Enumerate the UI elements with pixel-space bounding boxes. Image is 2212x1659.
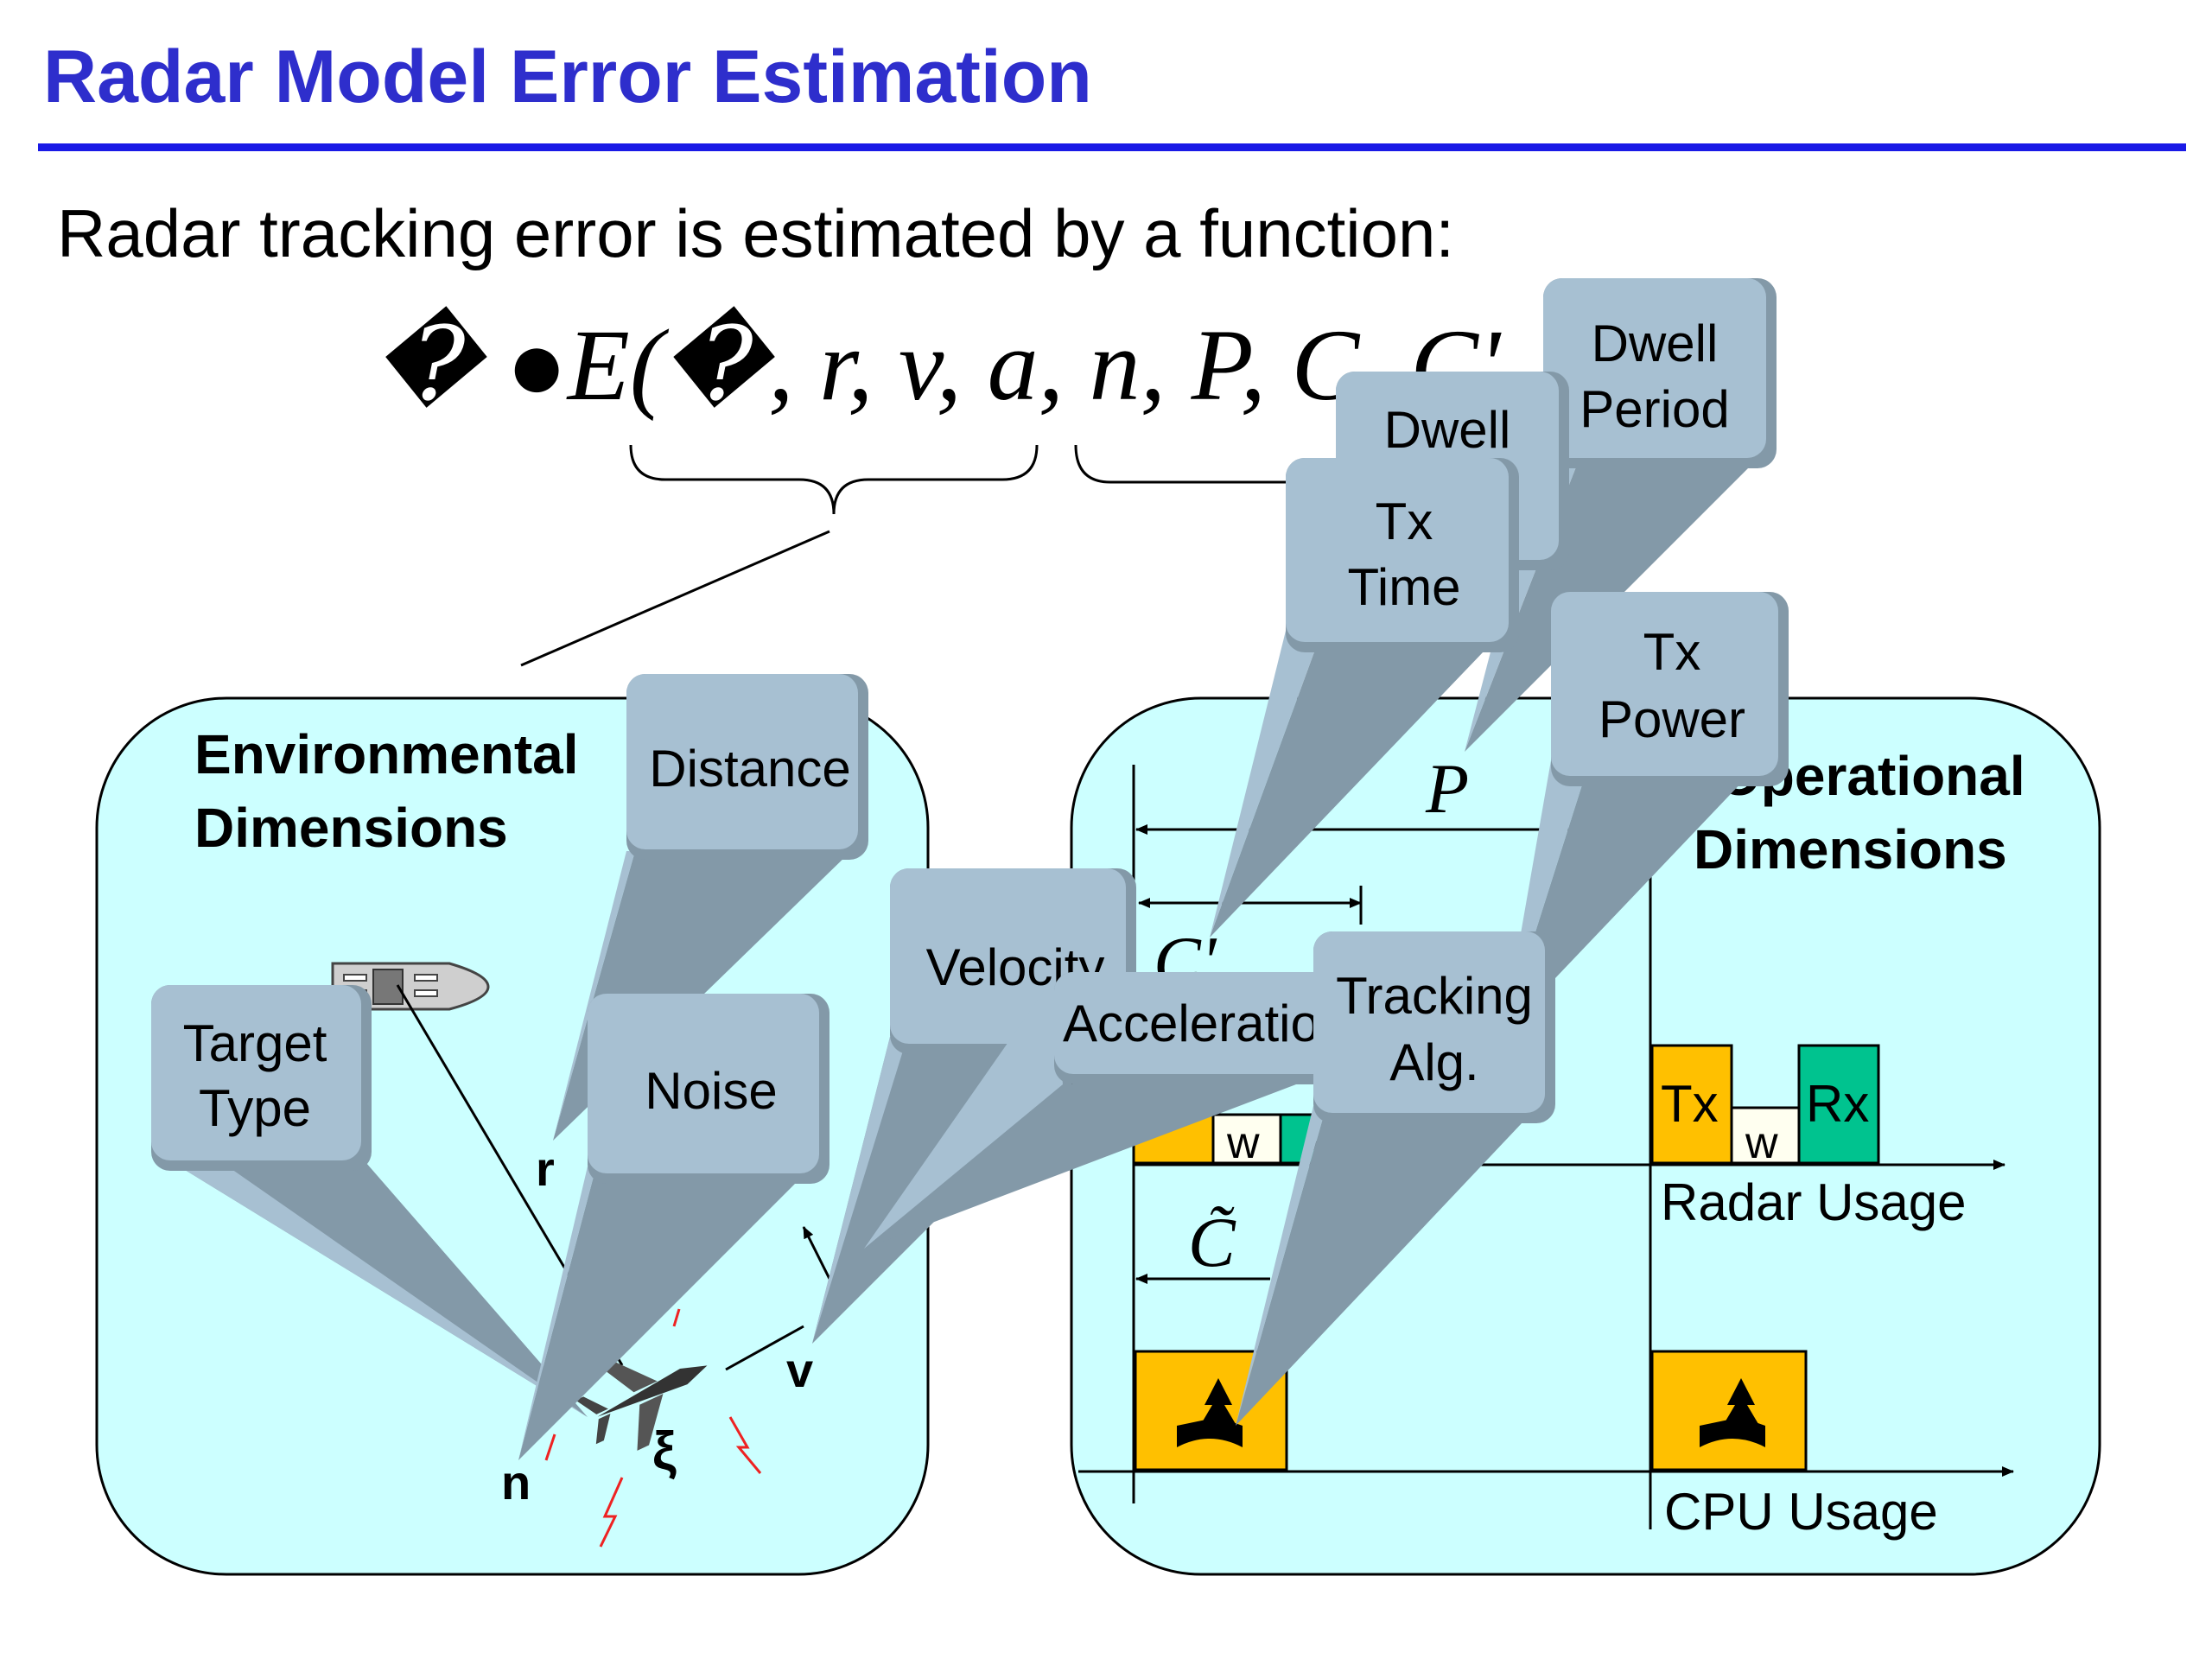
op-title-line2: Dimensions	[1694, 818, 2007, 880]
callout-dwell-period: Dwell Period	[1465, 278, 1777, 752]
callout-tracking-alg-line2: Alg.	[1389, 1033, 1478, 1091]
label-P: P	[1425, 749, 1469, 828]
callout-acceleration: Acceleration	[864, 972, 1348, 1249]
brace-connector	[520, 530, 830, 667]
velocity-vector	[725, 1325, 804, 1371]
radar-rx-label: Rx	[1806, 1075, 1869, 1133]
callout-dwell-line1: Dwell	[1384, 401, 1511, 459]
callout-dwell-period-line2: Period	[1580, 380, 1729, 438]
label-xi: ξ	[652, 1421, 677, 1481]
brace-environmental	[629, 444, 1039, 515]
env-title-line2: Dimensions	[194, 797, 508, 859]
radar-wait-block-left	[1211, 1113, 1282, 1165]
brace-operational	[1074, 444, 1348, 484]
callout-tx-power-line2: Power	[1599, 690, 1745, 748]
callout-tracking-alg-line1: Tracking	[1336, 967, 1533, 1025]
env-title-line1: Environmental	[194, 723, 579, 785]
tree-road-icon	[1700, 1378, 1765, 1447]
radar-wait-label: w	[1745, 1118, 1778, 1168]
radar-rx-block	[1797, 1044, 1880, 1165]
callout-tx-time-line2: Time	[1347, 558, 1460, 616]
callout-noise: Noise	[518, 994, 830, 1460]
wait-label-left: w	[1226, 1118, 1260, 1168]
callout-tx-time: Tx Time	[1210, 458, 1519, 938]
cpu-task-block-right	[1650, 1350, 1808, 1471]
callout-target-type-line2: Type	[199, 1079, 311, 1137]
title-rule	[38, 143, 2186, 151]
slide-title: Radar Model Error Estimation	[43, 35, 1092, 118]
label-v: v	[786, 1343, 813, 1397]
callout-acceleration-clip: Acceleration	[1063, 995, 1348, 1052]
cpu-usage-label: CPU Usage	[1664, 1483, 1938, 1541]
radar-tx-block	[1650, 1044, 1733, 1165]
callout-dwell-period-line1: Dwell	[1592, 315, 1719, 372]
callout-acceleration-line1: Acceleration	[1063, 995, 1348, 1052]
callout-target-type: Target Type	[151, 985, 588, 1417]
label-c-tilde: C̃	[1188, 1203, 1236, 1281]
label-n: n	[501, 1455, 531, 1510]
noise-bolt-icon	[544, 1308, 762, 1548]
callout-target-type-line1: Target	[183, 1014, 327, 1072]
radar-wait-block	[1730, 1106, 1801, 1165]
callout-tracking-alg: Tracking Alg.	[1236, 931, 1555, 1426]
intro-text: Radar tracking error is estimated by a f…	[57, 195, 1455, 271]
tree-road-icon	[1177, 1378, 1243, 1447]
callout-tx-power-line1: Tx	[1643, 623, 1701, 681]
callout-tx-time-line1: Tx	[1376, 493, 1433, 550]
callout-distance-line1: Distance	[649, 740, 850, 798]
callout-noise-line1: Noise	[645, 1062, 777, 1120]
label-r: r	[536, 1141, 555, 1196]
radar-tx-label: Tx	[1661, 1075, 1719, 1133]
fighter-jet-icon	[575, 1358, 708, 1451]
radar-usage-label: Radar Usage	[1661, 1173, 1967, 1231]
acceleration-vector	[802, 1226, 831, 1280]
